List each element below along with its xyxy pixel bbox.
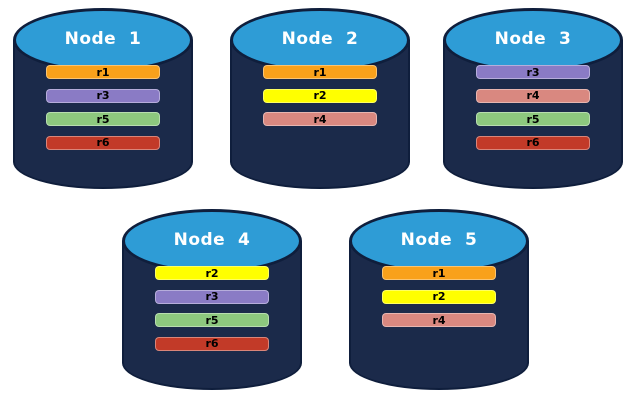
replica-bar-r6: r6: [155, 336, 269, 351]
node-1-cylinder-top: [13, 8, 193, 72]
node-5-title: Node 5: [400, 230, 478, 250]
replica-bar-r6: r6: [46, 135, 160, 150]
node-5: Node 5 r1 r2 r4: [349, 209, 529, 390]
node-4-title: Node 4: [173, 230, 251, 250]
replica-bar-r4: r4: [476, 88, 590, 103]
replica-bar-r2: r2: [155, 266, 269, 280]
node-1-replica-list: r1 r3 r5 r6: [46, 65, 160, 150]
node-3: Node 3 r3 r4 r5 r6: [443, 8, 623, 189]
replica-bar-r1: r1: [46, 65, 160, 79]
node-1: Node 1 r1 r3 r5 r6: [13, 8, 193, 189]
replica-bar-r6: r6: [476, 135, 590, 150]
replica-bar-r3: r3: [155, 289, 269, 304]
replica-bar-r1: r1: [382, 266, 496, 280]
replica-bar-r5: r5: [476, 112, 590, 126]
replica-bar-r4: r4: [263, 112, 377, 126]
node-4: Node 4 r2 r3 r5 r6: [122, 209, 302, 390]
replica-bar-r4: r4: [382, 313, 496, 327]
replica-bar-r5: r5: [46, 112, 160, 126]
node-3-title: Node 3: [494, 29, 572, 49]
node-2-cylinder-top: [230, 8, 410, 72]
node-2: Node 2 r1 r2 r4: [230, 8, 410, 189]
node-2-title: Node 2: [281, 29, 359, 49]
replica-bar-r2: r2: [263, 88, 377, 103]
node-5-replica-list: r1 r2 r4: [382, 266, 496, 327]
node-3-replica-list: r3 r4 r5 r6: [476, 65, 590, 150]
node-4-replica-list: r2 r3 r5 r6: [155, 266, 269, 351]
node-4-cylinder-top: [122, 209, 302, 273]
replica-bar-r2: r2: [382, 289, 496, 304]
replica-bar-r3: r3: [476, 65, 590, 79]
node-2-replica-list: r1 r2 r4: [263, 65, 377, 126]
replica-bar-r1: r1: [263, 65, 377, 79]
replica-bar-r3: r3: [46, 88, 160, 103]
replica-bar-r5: r5: [155, 313, 269, 327]
node-1-title: Node 1: [64, 29, 142, 49]
